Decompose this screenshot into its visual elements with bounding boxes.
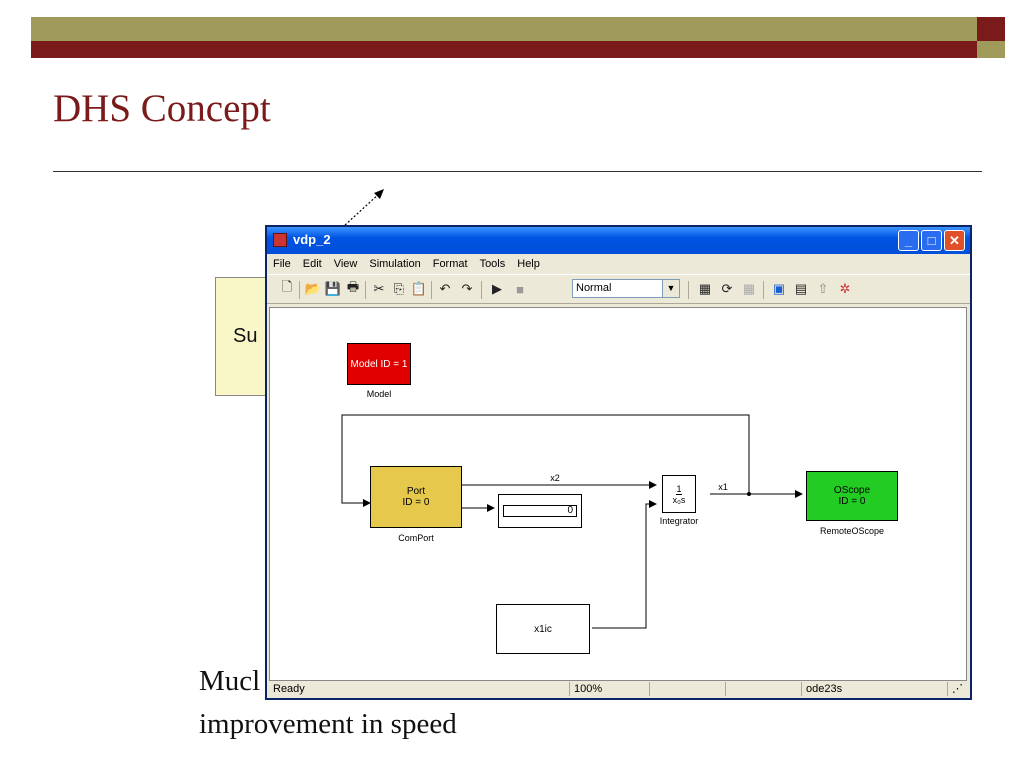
toolbar-separator: [431, 281, 432, 299]
close-button[interactable]: ✕: [944, 230, 965, 251]
menu-bar: File Edit View Simulation Format Tools H…: [267, 254, 970, 273]
toolbar-separator: [763, 281, 764, 299]
toolbar-separator: [481, 281, 482, 299]
toolbar-separator: [688, 281, 689, 299]
resize-grip-icon[interactable]: ⋰: [947, 682, 967, 696]
simulink-app-icon: [273, 233, 287, 247]
chevron-down-icon[interactable]: ▼: [662, 280, 679, 297]
signal-lines: [341, 414, 803, 629]
toolbar-separator: [299, 281, 300, 299]
dotted-arrow-icon: [344, 189, 384, 226]
x1ic-block-text: x1ic: [534, 623, 552, 635]
model-block-text: Model ID = 1: [350, 358, 408, 370]
update-icon[interactable]: ⟳: [721, 281, 733, 296]
debug-icon[interactable]: ▦: [742, 281, 756, 296]
cut-icon[interactable]: ✂: [373, 281, 385, 296]
play-icon[interactable]: ▶: [492, 281, 502, 296]
toolbar-separator: [365, 281, 366, 299]
menu-file[interactable]: File: [273, 257, 291, 270]
status-text: Ready: [273, 683, 305, 695]
comport-block[interactable]: Port ID = 0: [370, 466, 462, 528]
remote-oscope-block[interactable]: OScope ID = 0: [806, 471, 898, 521]
hierarchy-icon[interactable]: ✲: [839, 281, 851, 296]
comport-block-line1: Port: [406, 486, 426, 497]
model-canvas[interactable]: Model ID = 1 Model Port ID = 0 ComPort 0…: [269, 307, 967, 681]
integrator-numerator: 1: [676, 483, 682, 495]
menu-tools[interactable]: Tools: [479, 257, 506, 270]
header-square-olive: [977, 41, 1005, 58]
new-icon[interactable]: 🗋: [281, 279, 293, 294]
print-icon[interactable]: 🖶: [346, 279, 360, 294]
status-zoom: 100%: [569, 682, 649, 696]
undo-icon[interactable]: ↶: [439, 281, 451, 296]
status-solver: ode23s: [801, 682, 947, 696]
status-empty-cell: [649, 682, 725, 696]
copy-icon[interactable]: ⎘: [393, 281, 405, 296]
simulation-mode-value: Normal: [576, 282, 612, 294]
signal-label-x2: x2: [550, 473, 560, 483]
window-title: vdp_2: [293, 232, 331, 247]
oscope-block-line2: ID = 0: [838, 496, 866, 507]
toolbar: 🗋 📂 💾 🖶 ✂ ⎘ 📋 ↶ ↷ ▶ ■ Normal ▼ ▦ ⟳ ▦ ▣ ▤…: [267, 274, 970, 304]
integrator-block[interactable]: 1 x₀s: [662, 475, 696, 513]
bullet-line-1: Mucl: [199, 665, 261, 697]
model-block[interactable]: Model ID = 1: [347, 343, 411, 385]
redo-icon[interactable]: ↷: [461, 281, 473, 296]
save-icon[interactable]: 💾: [324, 281, 342, 296]
build-icon[interactable]: ▦: [698, 281, 712, 296]
model-explorer-icon[interactable]: ▤: [794, 281, 808, 296]
header-bar-maroon: [31, 41, 977, 58]
minimize-button[interactable]: _: [898, 230, 919, 251]
bullet-line-2: improvement in speed: [199, 708, 457, 740]
menu-view[interactable]: View: [333, 257, 358, 270]
x1ic-block[interactable]: x1ic: [496, 604, 590, 654]
display-value: 0: [503, 505, 577, 517]
menu-help[interactable]: Help: [517, 257, 540, 270]
up-icon[interactable]: ⇧: [817, 281, 829, 296]
menu-format[interactable]: Format: [432, 257, 468, 270]
oscope-block-line1: OScope: [833, 485, 871, 496]
header-bar-olive: [31, 17, 977, 41]
header-square-maroon: [977, 17, 1005, 41]
integrator-denominator: x₀s: [672, 494, 686, 505]
menu-simulation[interactable]: Simulation: [369, 257, 421, 270]
display-block[interactable]: 0: [498, 494, 582, 528]
model-block-label: Model: [366, 389, 392, 399]
window-titlebar[interactable]: vdp_2 _ □ ✕: [267, 227, 970, 254]
comport-block-label: ComPort: [398, 533, 434, 543]
signal-label-x1: x1: [718, 482, 728, 492]
title-divider: [53, 171, 982, 172]
menu-edit[interactable]: Edit: [302, 257, 322, 270]
maximize-button[interactable]: □: [921, 230, 942, 251]
stop-icon[interactable]: ■: [516, 281, 524, 297]
comport-block-line2: ID = 0: [402, 497, 430, 508]
simulation-mode-select[interactable]: Normal ▼: [572, 279, 680, 298]
slide-title: DHS Concept: [53, 87, 271, 130]
integrator-block-label: Integrator: [659, 516, 699, 526]
status-empty-cell: [725, 682, 801, 696]
library-icon[interactable]: ▣: [772, 281, 786, 296]
status-bar: Ready 100% ode23s ⋰: [267, 680, 970, 698]
simulink-window: vdp_2 _ □ ✕ File Edit View Simulation Fo…: [265, 225, 972, 700]
partially-hidden-box-text: Su: [233, 325, 258, 347]
paste-icon[interactable]: 📋: [410, 281, 428, 296]
open-icon[interactable]: 📂: [304, 281, 322, 296]
remote-oscope-block-label: RemoteOScope: [819, 526, 885, 536]
